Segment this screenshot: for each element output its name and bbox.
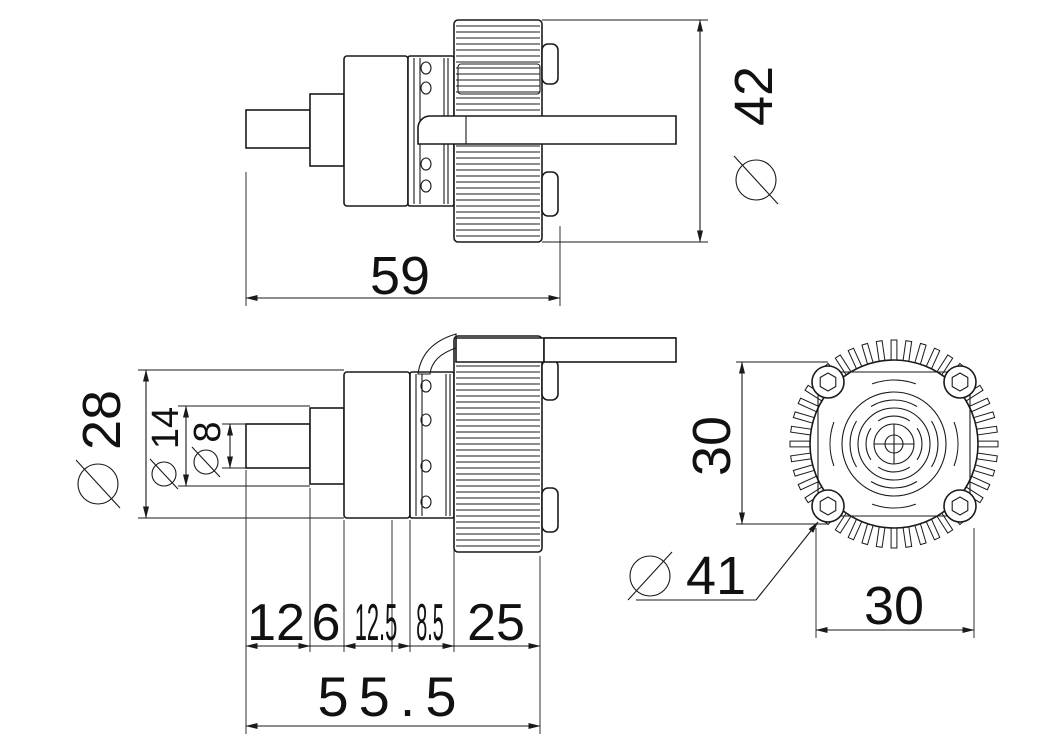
- diameter-28-label: 28: [72, 390, 132, 509]
- diameter-symbol-icon: [629, 555, 671, 597]
- diameter-8-label: 8: [187, 421, 229, 478]
- arc-slot: [871, 379, 917, 385]
- segment-8-5-label: 8.5: [416, 594, 443, 652]
- top-view-dimensions: 59 42: [245, 19, 784, 306]
- ring-grooves-side: [415, 374, 451, 516]
- radial-fin: [890, 525, 898, 549]
- segment-6-label: 6: [312, 594, 341, 652]
- diameter-symbol-icon: [77, 463, 119, 505]
- end-view-slots: [829, 379, 959, 509]
- ring-hole: [420, 379, 432, 393]
- segment-12-5-label: 12.5: [355, 594, 398, 651]
- radial-fin: [975, 440, 999, 448]
- arc-slot: [931, 420, 939, 468]
- cable-side-jacket: [543, 337, 677, 363]
- ring-hole: [420, 157, 432, 171]
- bolt-hex: [819, 496, 837, 516]
- cable-top: [417, 115, 677, 145]
- heatsink-slot-top: [457, 63, 541, 95]
- bolt-top-lower: [541, 171, 559, 217]
- collar-top: [309, 93, 345, 167]
- svg-text:8: 8: [187, 421, 229, 442]
- side-view: [245, 333, 677, 553]
- radial-fin: [789, 440, 813, 448]
- vent-ring-side: [409, 371, 455, 519]
- end-view: [789, 339, 999, 549]
- ring-holes-side: [420, 379, 432, 509]
- diameter-14-label: 14: [145, 407, 187, 490]
- top-view: [245, 19, 677, 243]
- bolt-head: [943, 489, 977, 523]
- bolt-side-upper: [541, 359, 559, 401]
- shaft-top: [245, 109, 311, 149]
- ring-hole: [420, 179, 432, 193]
- ring-hole: [420, 61, 432, 75]
- arc-slot: [953, 421, 959, 467]
- ring-hole: [420, 413, 432, 427]
- svg-text:41: 41: [686, 546, 746, 606]
- svg-text:42: 42: [724, 66, 784, 126]
- arc-slot: [877, 415, 911, 422]
- arc-slot: [870, 481, 918, 489]
- arc-slot: [877, 466, 911, 473]
- height-30-label: 30: [682, 416, 742, 476]
- svg-text:28: 28: [72, 390, 132, 450]
- bolt-top-upper: [541, 43, 559, 85]
- arc-slot: [871, 503, 917, 509]
- shaft-side: [245, 423, 311, 469]
- svg-text:14: 14: [145, 407, 187, 449]
- arc-slot: [849, 420, 857, 468]
- bolt-head: [943, 365, 977, 399]
- end-view-ring-outer: [841, 391, 947, 497]
- body-cylinder-top: [343, 55, 409, 207]
- bolt-side-lower: [541, 487, 559, 533]
- diameter-42-label: 42: [724, 66, 784, 205]
- bolt-hex: [951, 372, 969, 392]
- end-view-ring-mid: [857, 407, 931, 481]
- total-55-5-label: 55.5: [318, 665, 467, 728]
- arc-slot: [916, 427, 923, 461]
- ring-hole: [420, 81, 432, 95]
- end-view-dimensions: 30 30 41: [627, 361, 975, 638]
- end-view-bolts: [811, 365, 977, 523]
- cable-side-bend: [417, 333, 457, 375]
- segment-25-label: 25: [467, 594, 525, 652]
- side-view-dimensions: 12 6 12.5 8.5 25 55.5 28: [72, 369, 541, 734]
- diameter-symbol-icon: [193, 449, 219, 475]
- ring-hole: [420, 459, 432, 473]
- diameter-41-label: 41: [627, 546, 746, 606]
- arc-slot: [870, 399, 918, 407]
- arc-slot: [865, 427, 872, 461]
- collar-side: [309, 407, 345, 485]
- diameter-symbol-icon: [735, 159, 777, 201]
- bolt-hex: [819, 372, 837, 392]
- segment-12-label: 12: [247, 594, 305, 652]
- ring-hole: [420, 495, 432, 509]
- width-30-label: 30: [864, 576, 924, 636]
- bolt-hex: [951, 496, 969, 516]
- ring-holes-top: [420, 61, 432, 193]
- arc-slot: [829, 421, 835, 467]
- bolt-head: [811, 365, 845, 399]
- radial-fin: [890, 339, 898, 363]
- length-59-label: 59: [370, 246, 430, 306]
- heatsink-fins-top: [456, 25, 540, 237]
- bolt-head: [811, 489, 845, 523]
- end-view-plate: [817, 371, 971, 517]
- diameter-symbol-icon: [151, 461, 177, 487]
- body-cylinder-side: [343, 371, 411, 519]
